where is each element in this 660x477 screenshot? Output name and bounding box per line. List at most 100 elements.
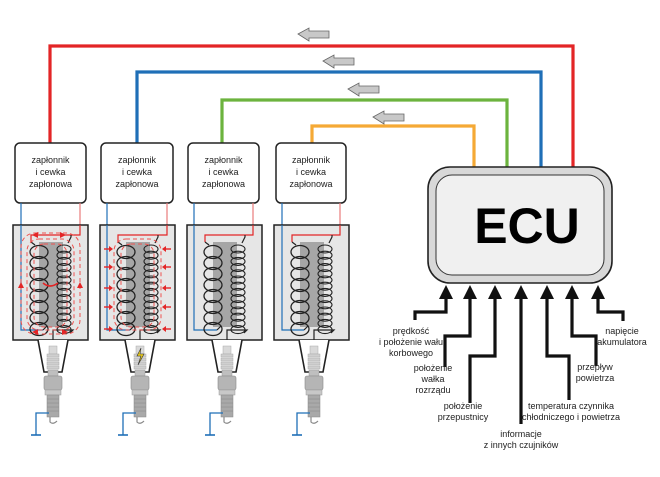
secondary-winding-loop xyxy=(56,294,72,304)
sensor-label-line: położenie xyxy=(444,401,483,411)
coil-unit-4 xyxy=(273,203,350,436)
arrow-up-icon xyxy=(439,285,453,299)
secondary-winding-loop xyxy=(317,306,333,316)
winding-lead xyxy=(216,325,222,331)
igniter-label-line: zapłonowa xyxy=(289,179,332,189)
secondary-winding-loop xyxy=(317,294,333,304)
primary-winding-loop xyxy=(116,255,136,271)
secondary-winding-loop xyxy=(230,256,246,266)
field-collapse-arrow-icon xyxy=(109,285,113,291)
sensor-signal-line xyxy=(596,295,625,321)
arrow-up-icon xyxy=(540,285,554,299)
sensor-label-line: wałka xyxy=(420,374,444,384)
primary-winding-loop xyxy=(29,288,49,304)
igniter-label-line: i cewka xyxy=(296,167,326,177)
signal-wires xyxy=(48,44,575,168)
primary-winding-loop xyxy=(203,277,223,293)
primary-winding-loop xyxy=(116,277,136,293)
secondary-winding-loop xyxy=(317,287,333,297)
primary-winding-loop xyxy=(290,310,310,326)
field-collapse-arrow-icon xyxy=(109,264,113,270)
red-internal-wire xyxy=(204,225,254,242)
secondary-winding-loop xyxy=(56,318,72,328)
field-collapse-arrow-icon xyxy=(109,326,113,332)
secondary-winding-loop xyxy=(143,294,159,304)
igniter-box-1: zapłonnik i cewka zapłonowa xyxy=(14,142,87,204)
primary-winding-loop xyxy=(290,255,310,271)
sensor-signal-line xyxy=(570,295,598,366)
sensor-label-line: i położenie wału xyxy=(379,337,443,347)
igniter-label-line: zapłonowa xyxy=(29,179,72,189)
secondary-winding-loop xyxy=(143,269,159,279)
secondary-winding-loop xyxy=(56,263,72,273)
ground-wire xyxy=(35,412,49,435)
primary-winding-loop xyxy=(290,299,310,315)
igniter-boxes: zapłonnik i cewka zapłonowa zapłonnik i … xyxy=(14,142,347,204)
ecu-module: ECU xyxy=(427,166,613,284)
primary-winding-loop xyxy=(203,255,223,271)
secondary-lead xyxy=(328,235,333,244)
sensor-label-line: akumulatora xyxy=(597,337,647,347)
ground-wire xyxy=(296,412,310,435)
sensor-label-line: położenie xyxy=(414,363,453,373)
sensor-label-line: z innych czujników xyxy=(484,440,559,450)
secondary-winding-loop xyxy=(230,263,246,273)
igniter-label-line: zapłonnik xyxy=(292,155,331,165)
sensor-signal-line xyxy=(545,295,571,400)
sensor-signal-line xyxy=(443,295,472,367)
primary-winding-loop xyxy=(29,266,49,282)
red-internal-wire xyxy=(117,225,168,242)
igniter-box-4: zapłonnik i cewka zapłonowa xyxy=(275,142,347,204)
field-collapse-arrow-icon xyxy=(162,285,166,291)
secondary-winding-loop xyxy=(317,300,333,310)
field-arrow-icon xyxy=(32,232,38,238)
arrow-left-icon xyxy=(322,54,355,69)
sensor-label-line: korbowego xyxy=(389,348,433,358)
secondary-winding-loop xyxy=(317,318,333,328)
secondary-winding-loop xyxy=(143,275,159,285)
primary-winding-loop xyxy=(290,288,310,304)
secondary-winding-loop xyxy=(317,281,333,291)
secondary-winding-loop xyxy=(230,269,246,279)
secondary-winding-loop xyxy=(230,281,246,291)
sensor-label-line: informacje xyxy=(500,429,542,439)
wire-orange xyxy=(310,124,476,168)
blue-internal-wire xyxy=(193,225,217,331)
winding-lead xyxy=(42,325,48,331)
field-arrow-icon xyxy=(77,282,83,288)
igniter-label-line: zapłonowa xyxy=(202,179,245,189)
secondary-winding-loop xyxy=(143,287,159,297)
winding-lead xyxy=(291,241,297,246)
secondary-winding-loop xyxy=(317,269,333,279)
primary-winding-loop xyxy=(29,255,49,271)
coil-unit-2 xyxy=(99,203,176,436)
field-center-arc xyxy=(42,282,59,287)
secondary-lead xyxy=(241,235,246,244)
field-collapse-arrow-icon xyxy=(162,246,166,252)
ground-wire xyxy=(209,412,223,435)
igniter-label-line: i cewka xyxy=(35,167,65,177)
field-line xyxy=(33,243,68,328)
field-arrow-icon xyxy=(32,329,38,335)
sensor-label-line: chłodniczego i powietrza xyxy=(522,412,620,422)
secondary-winding-loop xyxy=(56,269,72,279)
arrow-left-icon xyxy=(297,27,330,42)
secondary-winding-loop xyxy=(56,275,72,285)
field-collapse-arrow-icon xyxy=(109,304,113,310)
secondary-winding-loop xyxy=(56,306,72,316)
field-line xyxy=(20,232,81,335)
sensor-label-line: rozrządu xyxy=(415,385,450,395)
secondary-winding-loop xyxy=(317,312,333,322)
primary-winding-loop xyxy=(29,299,49,315)
primary-winding-loop xyxy=(29,310,49,326)
secondary-winding-loop xyxy=(230,244,246,254)
secondary-winding-loop xyxy=(56,281,72,291)
secondary-winding-loop xyxy=(230,294,246,304)
sensor-label-line: prędkość xyxy=(393,326,430,336)
magnetic-field-lines xyxy=(113,238,162,331)
